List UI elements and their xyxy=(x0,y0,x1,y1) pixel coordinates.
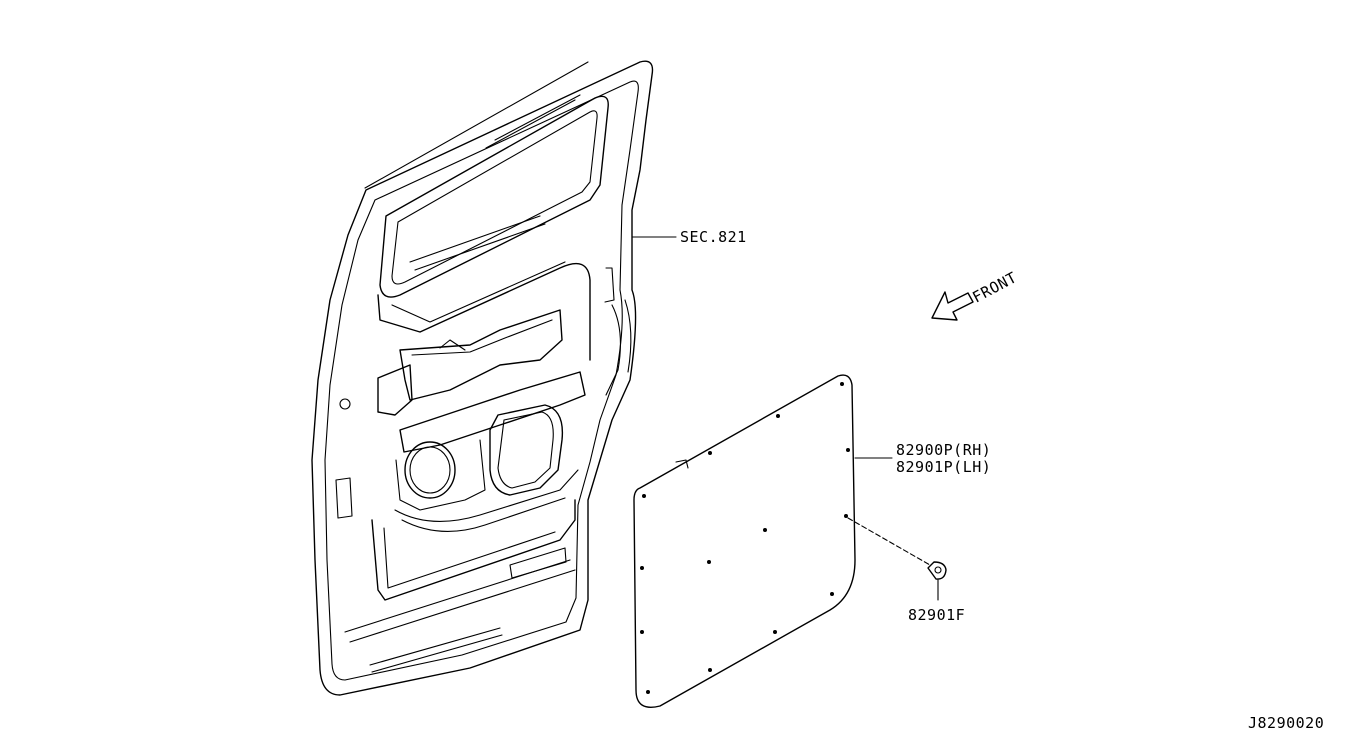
diagram-id-label: J8290020 xyxy=(1248,714,1324,732)
clip-part-label: 82901F xyxy=(908,606,965,624)
part-lh-label: 82901P(LH) xyxy=(896,458,991,476)
front-arrow: FRONT xyxy=(931,268,1020,321)
part-rh-label: 82900P(RH) xyxy=(896,441,991,459)
clip-part xyxy=(847,517,947,601)
door-inner-panel xyxy=(311,60,654,696)
section-ref-label: SEC.821 xyxy=(680,228,747,246)
front-label: FRONT xyxy=(969,268,1020,306)
door-screen-panel xyxy=(633,374,856,708)
